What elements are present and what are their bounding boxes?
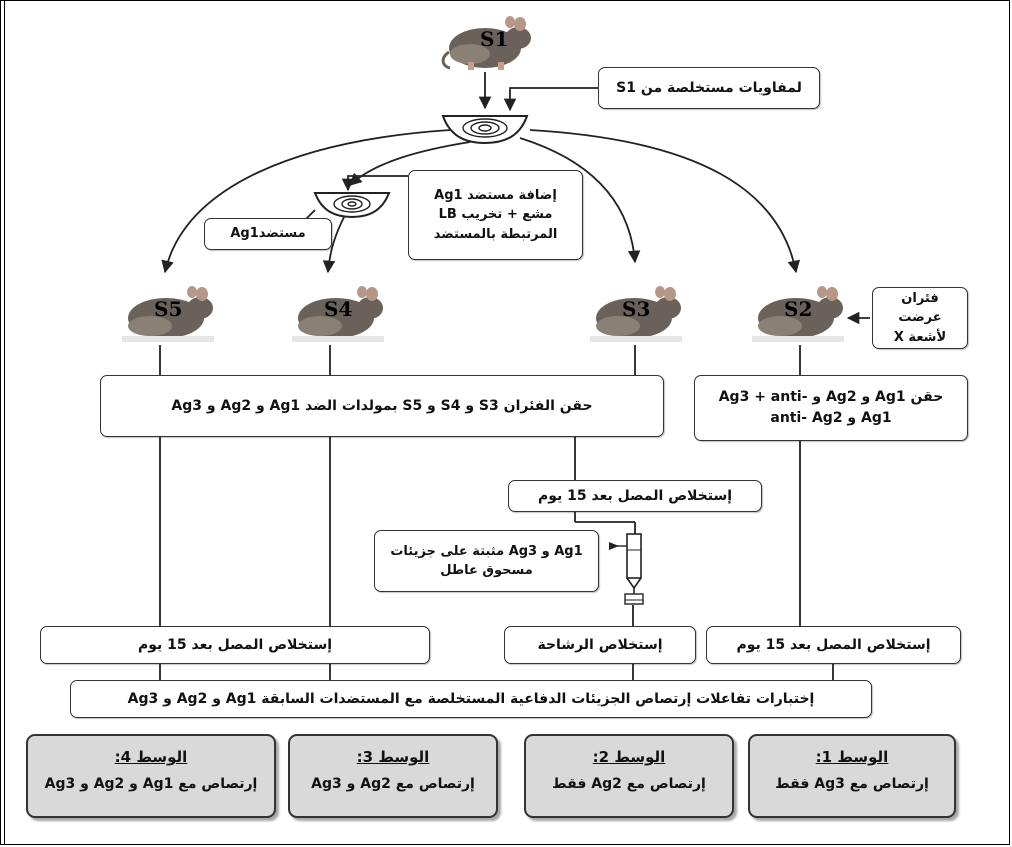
ag1-antigen-box: مستضدAg1 xyxy=(204,218,332,250)
agglutination-tests-text: إختبارات تفاعلات إرتصاص الجزيئات الدفاعي… xyxy=(127,690,815,707)
serum-extraction-s4-s5-text: إستخلاص المصل بعد 15 يوم xyxy=(137,636,333,653)
result-medium-4-title: الوسط 4: xyxy=(114,748,188,766)
add-radioactive-ag1-text: إضافة مستضد Ag1 مشع + تخريب LB المرتبطة … xyxy=(433,187,558,242)
chromatography-column-icon xyxy=(609,533,644,605)
filtrate-extraction-text: إستخلاص الرشاحة xyxy=(537,636,663,653)
result-medium-3-text: إرتصاص مع Ag2 و Ag3 xyxy=(311,776,475,792)
fixed-antigens-column-text: Ag1 و Ag3 مثبتة على جزيئات مسحوق عاطل xyxy=(390,543,583,579)
result-medium-1-title: الوسط 1: xyxy=(815,748,889,766)
xray-mice-text: فئران عرضت لأشعة X xyxy=(893,290,947,345)
serum-extraction-s4-s5-box: إستخلاص المصل بعد 15 يوم xyxy=(40,626,430,664)
culture-dish-main-icon xyxy=(441,115,529,145)
mouse-s2-icon: S2 xyxy=(752,286,844,342)
result-medium-2: الوسط 2: إرتصاص مع Ag2 فقط xyxy=(524,734,734,818)
add-radioactive-ag1-box: إضافة مستضد Ag1 مشع + تخريب LB المرتبطة … xyxy=(408,170,583,260)
agglutination-tests-box: إختبارات تفاعلات إرتصاص الجزيئات الدفاعي… xyxy=(70,680,872,718)
inject-s2-box: حقن Ag1 و Ag2 و Ag3 + anti-Ag1 و anti- A… xyxy=(694,375,968,441)
lymphocytes-from-s1-text: لمفاويات مستخلصة من S1 xyxy=(616,79,802,96)
mouse-s5-label: S5 xyxy=(154,297,182,321)
result-medium-4: الوسط 4: إرتصاص مع Ag1 و Ag2 و Ag3 xyxy=(26,734,276,818)
mouse-s1-label: S1 xyxy=(480,27,508,51)
lymphocytes-from-s1-box: لمفاويات مستخلصة من S1 xyxy=(598,67,820,109)
result-medium-3: الوسط 3: إرتصاص مع Ag2 و Ag3 xyxy=(288,734,498,818)
inject-s3-s4-s5-box: حقن الفئران S3 و S4 و S5 بمولدات الضد Ag… xyxy=(100,375,664,437)
serum-extraction-s2-text: إستخلاص المصل بعد 15 يوم xyxy=(736,636,931,653)
mouse-s3-icon: S3 xyxy=(590,286,682,342)
result-medium-2-text: إرتصاص مع Ag2 فقط xyxy=(552,776,706,792)
mouse-s3-label: S3 xyxy=(622,297,650,321)
mouse-s2-label: S2 xyxy=(784,297,812,321)
result-medium-1: الوسط 1: إرتصاص مع Ag3 فقط xyxy=(748,734,956,818)
result-medium-1-text: إرتصاص مع Ag3 فقط xyxy=(775,776,929,792)
ag1-antigen-text: مستضدAg1 xyxy=(230,226,306,242)
fixed-antigens-column-box: Ag1 و Ag3 مثبتة على جزيئات مسحوق عاطل xyxy=(374,530,599,592)
inject-s3-s4-s5-text: حقن الفئران S3 و S4 و S5 بمولدات الضد Ag… xyxy=(171,397,593,414)
filtrate-extraction-box: إستخلاص الرشاحة xyxy=(504,626,696,664)
mouse-s4-icon: S4 xyxy=(292,286,384,342)
serum-extraction-s2-box: إستخلاص المصل بعد 15 يوم xyxy=(706,626,961,664)
result-medium-2-title: الوسط 2: xyxy=(592,748,666,766)
mouse-s5-icon: S5 xyxy=(122,286,214,342)
serum-extraction-s3-text: إستخلاص المصل بعد 15 يوم xyxy=(537,487,733,504)
mouse-s4-label: S4 xyxy=(324,297,352,321)
serum-extraction-s3-box: إستخلاص المصل بعد 15 يوم xyxy=(508,480,762,512)
mouse-s1-icon: S1 xyxy=(441,16,531,70)
inject-s2-text: حقن Ag1 و Ag2 و Ag3 + anti-Ag1 و anti- A… xyxy=(718,389,944,426)
result-medium-4-text: إرتصاص مع Ag1 و Ag2 و Ag3 xyxy=(44,776,258,792)
culture-dish-small-icon xyxy=(313,192,391,219)
xray-mice-box: فئران عرضت لأشعة X xyxy=(872,287,968,349)
result-medium-3-title: الوسط 3: xyxy=(356,748,430,766)
